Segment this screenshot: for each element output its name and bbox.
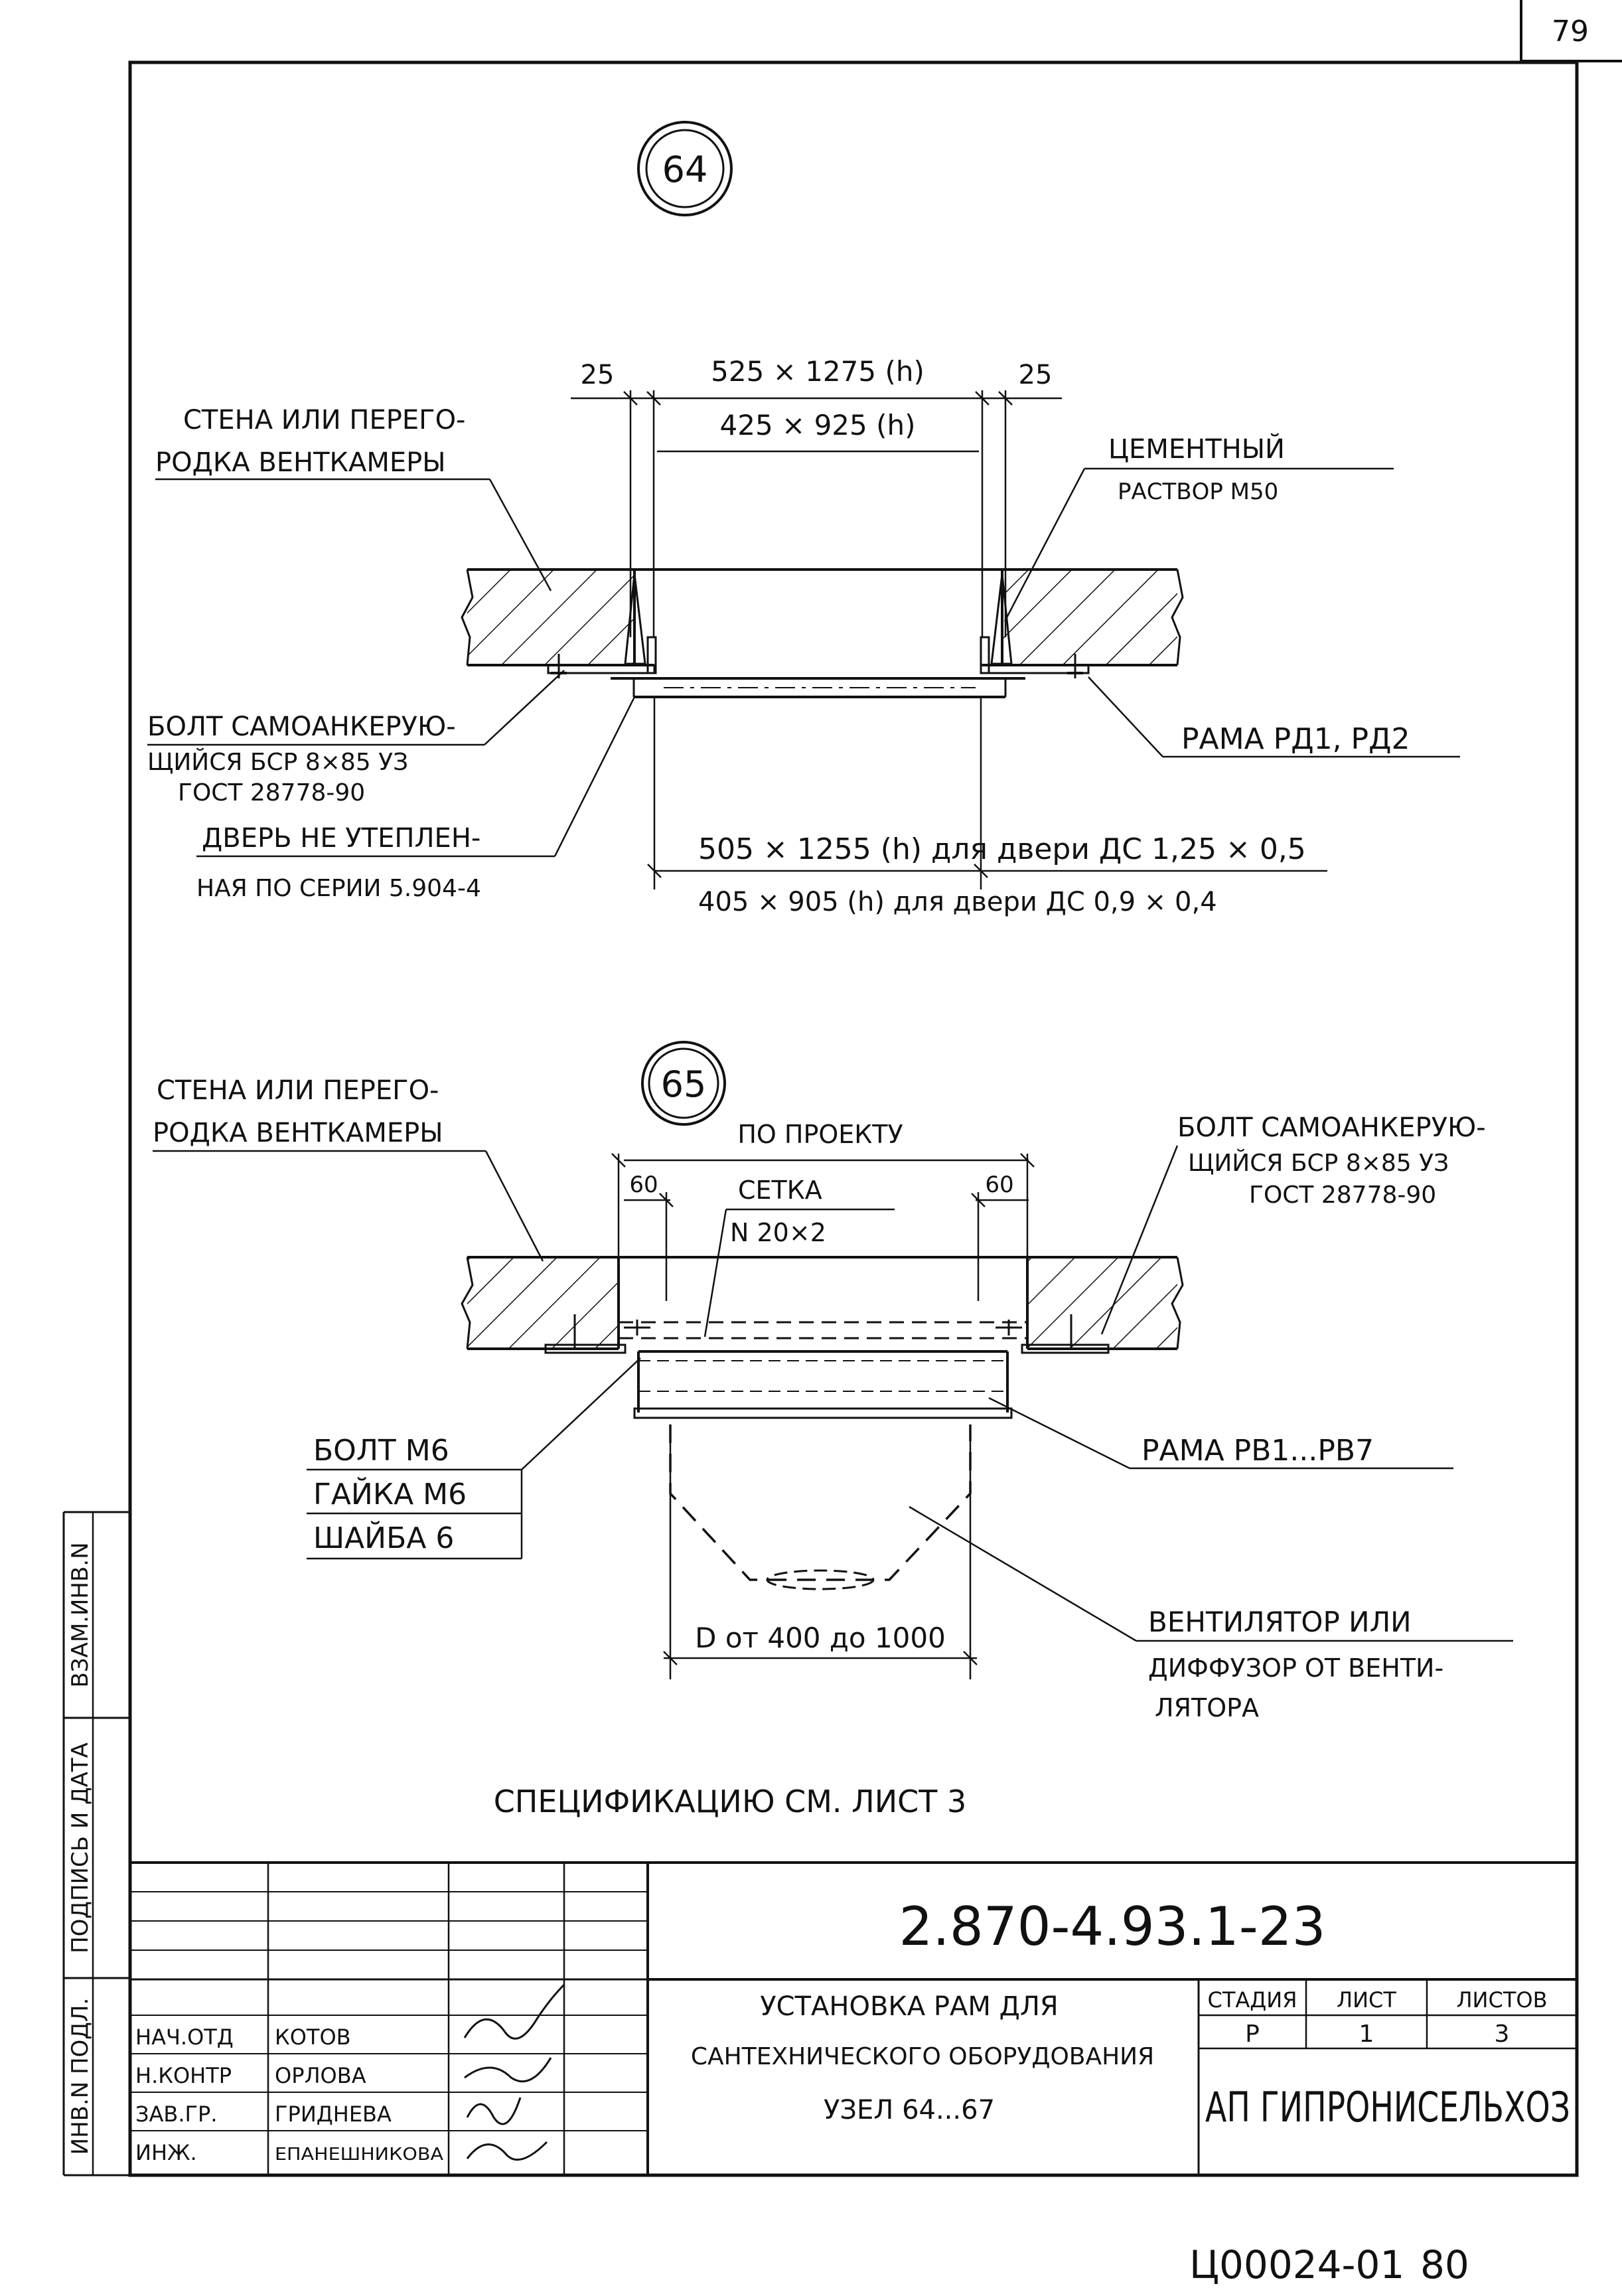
side-stamp-col3: ИНВ.N ПОДЛ. — [67, 1998, 94, 2155]
node-65-dims: ПО ПРОЕКТУ 60 60 — [611, 1120, 1035, 1301]
node-64-id: 64 — [662, 149, 708, 191]
node-64-dim-right: 25 — [1019, 360, 1053, 390]
person-name: ОРЛОВА — [275, 2063, 366, 2088]
svg-text:ЛЯТОРА: ЛЯТОРА — [1155, 1693, 1259, 1722]
org-name: АП ГИПРОНИСЕЛЬХОЗ — [1205, 2083, 1570, 2131]
sheet-header: ЛИСТ — [1337, 1987, 1396, 2013]
svg-text:РАСТВОР М50: РАСТВОР М50 — [1118, 479, 1278, 505]
spec-note: СПЕЦИФИКАЦИЮ СМ. ЛИСТ 3 — [494, 1784, 967, 1819]
drawing-frame — [128, 60, 1579, 2177]
corner-number: 79 — [1552, 15, 1589, 48]
person-role: ИНЖ. — [135, 2140, 197, 2165]
stage-header: СТАДИЯ — [1208, 1987, 1297, 2013]
title-block: 2.870-4.93.1-23 УСТАНОВКА РАМ ДЛЯ САНТЕХ… — [130, 1861, 1577, 2175]
svg-text:ЦЕМЕНТНЫЙ: ЦЕМЕНТНЫЙ — [1108, 433, 1285, 465]
node-64-wall-section — [461, 568, 1184, 666]
node-65-by-project: ПО ПРОЕКТУ — [737, 1120, 903, 1149]
node-64-bottom-dims: 505 × 1255 (h) для двери ДС 1,25 × 0,5 4… — [647, 697, 1327, 917]
person-role: Н.КОНТР — [135, 2063, 232, 2088]
node-64: 64 25 25 525 × 1275 (h) 425 × 925 (h) — [147, 121, 1460, 917]
node-64-door-label: ДВЕРЬ НЕ УТЕПЛЕН- НАЯ ПО СЕРИИ 5.904-4 — [196, 696, 636, 902]
stage-value: Р — [1245, 2021, 1260, 2048]
svg-text:N 20×2: N 20×2 — [730, 1218, 826, 1247]
node-64-callout: 64 — [637, 121, 733, 216]
node-64-top-dims: 25 25 525 × 1275 (h) 425 × 925 (h) — [571, 355, 1062, 637]
svg-text:ЩИЙСЯ БСР 8×85 УЗ: ЩИЙСЯ БСР 8×85 УЗ — [147, 748, 408, 776]
svg-text:РАМА РВ1...РВ7: РАМА РВ1...РВ7 — [1142, 1434, 1374, 1468]
svg-text:ГОСТ 28778-90: ГОСТ 28778-90 — [1249, 1182, 1436, 1209]
node-64-dim-left: 25 — [581, 360, 615, 390]
svg-text:НАЯ ПО СЕРИИ 5.904-4: НАЯ ПО СЕРИИ 5.904-4 — [196, 875, 481, 902]
svg-text:БОЛТ САМОАНКЕРУЮ-: БОЛТ САМОАНКЕРУЮ- — [147, 712, 456, 742]
node-64-mortar — [624, 574, 1013, 665]
person-name: КОТОВ — [275, 2025, 351, 2050]
sheets-header: ЛИСТОВ — [1456, 1987, 1547, 2013]
node-65-wall-section — [461, 1256, 1184, 1350]
node-65-fan-label: ВЕНТИЛЯТОР ИЛИ ДИФФУЗОР ОТ ВЕНТИ- ЛЯТОРА — [909, 1505, 1513, 1722]
node-64-bolt-label: БОЛТ САМОАНКЕРУЮ- ЩИЙСЯ БСР 8×85 УЗ ГОСТ… — [147, 670, 565, 806]
svg-text:ДВЕРЬ НЕ УТЕПЛЕН-: ДВЕРЬ НЕ УТЕПЛЕН- — [202, 823, 480, 854]
person-name: ЕПАНЕШНИКОВА — [275, 2145, 443, 2165]
svg-text:СЕТКА: СЕТКА — [738, 1176, 822, 1205]
title-line-1: УСТАНОВКА РАМ ДЛЯ — [760, 1991, 1058, 2022]
svg-text:РОДКА ВЕНТКАМЕРЫ: РОДКА ВЕНТКАМЕРЫ — [153, 1118, 443, 1148]
svg-text:СТЕНА ИЛИ ПЕРЕГО-: СТЕНА ИЛИ ПЕРЕГО- — [183, 405, 466, 435]
node-65-wall-label: СТЕНА ИЛИ ПЕРЕГО- РОДКА ВЕНТКАМЕРЫ — [153, 1075, 544, 1262]
node-64-frame-label: РАМА РД1, РД2 — [1088, 676, 1460, 758]
node-65-mesh-label: СЕТКА N 20×2 — [703, 1176, 895, 1338]
node-64-opening-size-2: 425 × 925 (h) — [720, 409, 916, 441]
side-stamp: ВЗАМ.ИНВ.N ПОДПИСЬ И ДАТА ИНВ.N ПОДЛ. — [62, 1511, 130, 2177]
title-line-2: САНТЕХНИЧЕСКОГО ОБОРУДОВАНИЯ — [691, 2043, 1154, 2070]
doc-number: 2.870-4.93.1-23 — [899, 1896, 1325, 1957]
sheets-value: 3 — [1495, 2021, 1510, 2048]
sheet-value: 1 — [1359, 2021, 1374, 2048]
node-65-dim-right: 60 — [985, 1172, 1013, 1198]
svg-text:СТЕНА ИЛИ ПЕРЕГО-: СТЕНА ИЛИ ПЕРЕГО- — [157, 1075, 439, 1106]
corner-number-box: 79 — [1520, 0, 1622, 62]
person-role: ЗАВ.ГР. — [135, 2102, 218, 2127]
svg-text:ГОСТ 28778-90: ГОСТ 28778-90 — [178, 779, 365, 806]
node-65-dim-left: 60 — [629, 1172, 658, 1198]
node-65-frame-label: РАМА РВ1...РВ7 — [988, 1397, 1453, 1470]
node-65-fan-diffuser: D от 400 до 1000 — [663, 1424, 978, 1679]
svg-text:ДИФФУЗОР ОТ ВЕНТИ-: ДИФФУЗОР ОТ ВЕНТИ- — [1148, 1653, 1443, 1683]
side-stamp-col2: ПОДПИСЬ И ДАТА — [67, 1742, 94, 1953]
node-65-id: 65 — [661, 1063, 707, 1105]
svg-text:БОЛТ САМОАНКЕРУЮ-: БОЛТ САМОАНКЕРУЮ- — [1177, 1112, 1486, 1143]
bolt-m6-label: БОЛТ М6 — [313, 1434, 449, 1468]
node-64-frame — [547, 636, 1090, 698]
person-role: НАЧ.ОТД — [135, 2025, 234, 2050]
node-64-door-size-1: 505 × 1255 (h) для двери ДС 1,25 × 0,5 — [698, 832, 1306, 866]
svg-text:РАМА РД1, РД2: РАМА РД1, РД2 — [1181, 722, 1410, 756]
node-64-door-size-2: 405 × 905 (h) для двери ДС 0,9 × 0,4 — [698, 887, 1217, 917]
title-line-3: УЗЕЛ 64...67 — [824, 2095, 995, 2125]
node-65-bolt-label: БОЛТ САМОАНКЕРУЮ- ЩИЙСЯ БСР 8×85 УЗ ГОСТ… — [1100, 1112, 1486, 1335]
washer-label: ШАЙБА 6 — [313, 1520, 454, 1555]
node-65-diameter: D от 400 до 1000 — [695, 1622, 946, 1654]
node-65-callout: 65 — [641, 1041, 726, 1126]
bottom-code: Ц00024-01 — [1189, 2242, 1404, 2287]
svg-text:ВЕНТИЛЯТОР ИЛИ: ВЕНТИЛЯТОР ИЛИ — [1148, 1606, 1412, 1638]
person-name: ГРИДНЕВА — [275, 2102, 392, 2127]
people-rows: НАЧ.ОТД КОТОВ Н.КОНТР ОРЛОВА ЗАВ.ГР. ГРИ… — [135, 2025, 443, 2165]
node-64-mortar-label: ЦЕМЕНТНЫЙ РАСТВОР М50 — [1003, 433, 1394, 622]
signatures — [463, 1983, 565, 2161]
node-65: 65 СТЕНА ИЛИ ПЕРЕГО- РОДКА ВЕНТКАМЕРЫ ПО… — [153, 1041, 1513, 1722]
node-64-opening-size-1: 525 × 1275 (h) — [711, 355, 924, 388]
svg-text:РОДКА ВЕНТКАМЕРЫ: РОДКА ВЕНТКАМЕРЫ — [155, 447, 446, 478]
nut-m6-label: ГАЙКА М6 — [313, 1476, 467, 1511]
svg-text:ЩИЙСЯ БСР 8×85 УЗ: ЩИЙСЯ БСР 8×85 УЗ — [1188, 1149, 1449, 1177]
node-64-wall-label: СТЕНА ИЛИ ПЕРЕГО- РОДКА ВЕНТКАМЕРЫ — [155, 405, 552, 591]
node-65-fastener-table: БОЛТ М6 ГАЙКА М6 ШАЙБА 6 — [307, 1357, 641, 1560]
bottom-page: 80 — [1420, 2242, 1469, 2287]
side-stamp-col1: ВЗАМ.ИНВ.N — [67, 1542, 94, 1687]
node-65-frame — [544, 1320, 1110, 1419]
